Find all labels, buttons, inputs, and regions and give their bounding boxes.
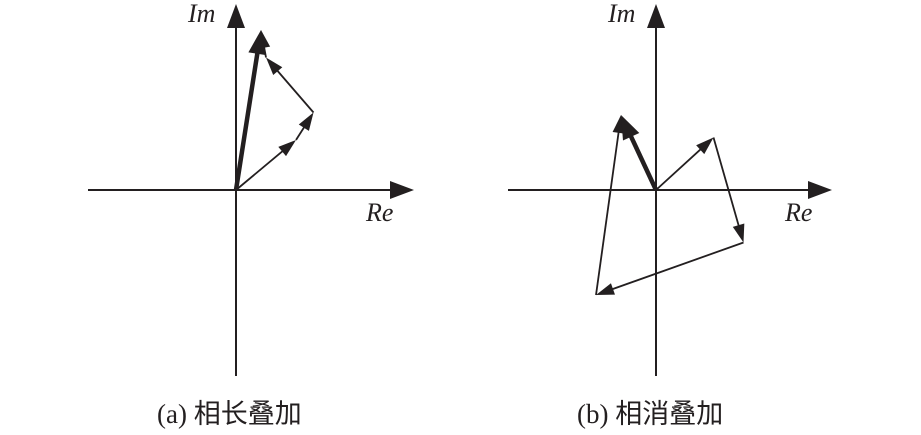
panel-a-imaginary-axis <box>227 4 245 376</box>
component-phasor-1-arrowhead <box>696 137 714 155</box>
resultant-phasor-arrowhead <box>621 115 640 141</box>
component-phasor-1-arrowhead <box>278 140 296 157</box>
panel-b: Im Re (b) 相消叠加 <box>508 0 832 429</box>
component-phasor-2-arrowhead <box>732 223 745 243</box>
panel-a-real-axis <box>88 181 414 199</box>
resultant-phasor-shaft <box>233 51 260 191</box>
panel-a-caption: (a) 相长叠加 <box>157 399 302 429</box>
component-phasor-3-shaft <box>275 69 315 114</box>
component-phasor-3-shaft <box>610 241 744 291</box>
panel-b-im-label: Im <box>607 0 635 28</box>
panel-b-re-label: Re <box>784 198 812 227</box>
component-phasor-1-shaft <box>655 147 703 191</box>
panel-a-im-label: Im <box>187 0 215 28</box>
panel-b-imaginary-axis <box>647 4 665 376</box>
component-phasor-4-shaft <box>595 130 620 296</box>
panel-a-re-label: Re <box>365 198 393 227</box>
panel-b-caption: (b) 相消叠加 <box>577 399 723 429</box>
component-phasor-3-arrowhead <box>266 57 283 76</box>
resultant-phasor-arrowhead <box>248 30 267 56</box>
panel-a-resultant-phasor <box>233 30 267 191</box>
panel-a: Im Re (a) 相长叠加 <box>88 0 414 429</box>
panel-b-real-axis <box>508 181 832 199</box>
component-phasor-2-arrowhead <box>298 112 314 131</box>
component-phasor-2-shaft <box>712 137 740 228</box>
panel-b-resultant-phasor <box>621 115 659 191</box>
component-phasor-3-arrowhead <box>596 283 615 295</box>
component-phasor-2-shaft <box>295 125 306 141</box>
component-phasor-1-shaft <box>235 149 285 191</box>
resultant-phasor-shaft <box>628 133 659 191</box>
panel-b-component-phasors <box>595 115 745 296</box>
